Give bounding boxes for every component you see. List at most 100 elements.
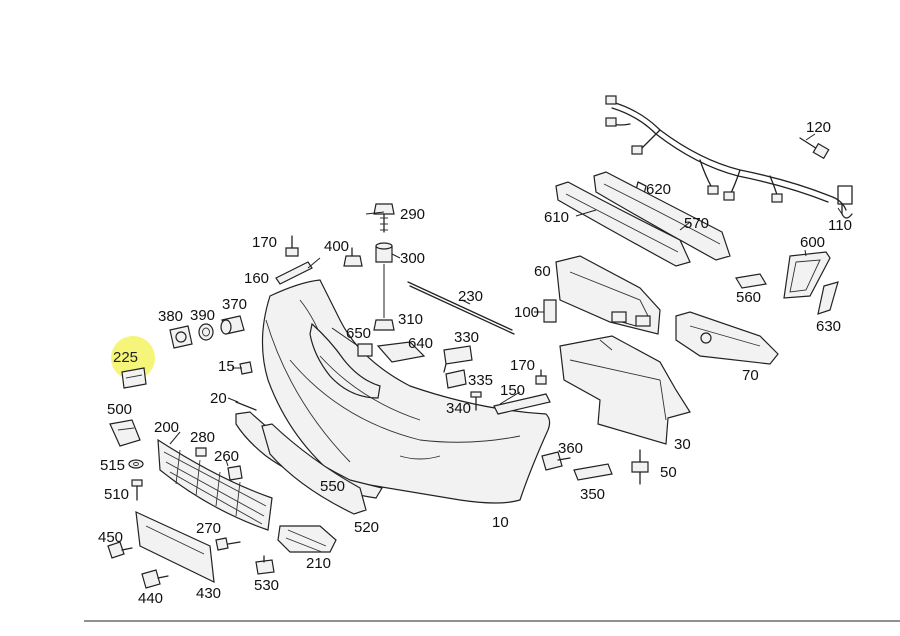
part-270-screw[interactable] [215, 537, 241, 551]
part-510-screw[interactable] [131, 479, 143, 501]
part-100-bracket[interactable] [543, 299, 557, 323]
label-340[interactable]: 340 [446, 400, 471, 417]
part-335-bracket[interactable] [445, 369, 467, 389]
part-30-bracket[interactable] [559, 335, 691, 445]
label-560[interactable]: 560 [736, 289, 761, 306]
label-510[interactable]: 510 [104, 486, 129, 503]
label-110[interactable]: 110 [828, 217, 852, 234]
part-50-clip[interactable] [631, 449, 649, 485]
part-210-fog-grille[interactable] [277, 525, 337, 553]
label-550[interactable]: 550 [320, 478, 345, 495]
part-530-clip[interactable] [255, 555, 275, 575]
label-60[interactable]: 60 [534, 263, 551, 280]
label-515[interactable]: 515 [100, 457, 125, 474]
part-500-cover[interactable] [109, 419, 141, 447]
label-170-upper[interactable]: 170 [252, 234, 277, 251]
part-430-plate-holder[interactable] [135, 511, 215, 584]
part-70-bracket[interactable] [675, 311, 779, 365]
part-560-bracket[interactable] [735, 273, 767, 289]
part-440-screw[interactable] [141, 569, 169, 589]
part-170b-clip[interactable] [535, 369, 547, 385]
part-520-spoiler[interactable] [261, 423, 367, 515]
part-200-grille[interactable] [157, 438, 273, 531]
label-520[interactable]: 520 [354, 519, 379, 536]
label-400[interactable]: 400 [324, 238, 349, 255]
label-290[interactable]: 290 [400, 206, 425, 223]
label-630[interactable]: 630 [816, 318, 841, 335]
label-225[interactable]: 225 [113, 349, 138, 366]
label-390[interactable]: 390 [190, 307, 215, 324]
part-120-connector[interactable] [799, 137, 830, 160]
label-350[interactable]: 350 [580, 486, 605, 503]
label-360[interactable]: 360 [558, 440, 583, 457]
part-380-sensor-holder[interactable] [169, 325, 193, 349]
label-15[interactable]: 15 [218, 358, 235, 375]
label-230[interactable]: 230 [458, 288, 483, 305]
part-20-pin[interactable] [235, 401, 257, 411]
part-260-cover[interactable] [227, 465, 243, 481]
label-170-lower[interactable]: 170 [510, 357, 535, 374]
part-290-bolt[interactable] [373, 203, 395, 233]
part-15-clip[interactable] [239, 361, 253, 375]
label-10[interactable]: 10 [492, 514, 509, 531]
part-360-bolt[interactable] [541, 451, 571, 471]
part-340-screw[interactable] [470, 391, 482, 411]
part-400-bolt[interactable] [343, 247, 363, 267]
part-225-clip[interactable] [121, 367, 147, 389]
label-380[interactable]: 380 [158, 308, 183, 325]
part-300-spacer[interactable] [375, 242, 393, 263]
part-350-strip[interactable] [573, 463, 613, 481]
label-270[interactable]: 270 [196, 520, 221, 537]
part-170a-clip[interactable] [285, 235, 299, 257]
label-150[interactable]: 150 [500, 382, 525, 399]
part-450-screw[interactable] [107, 541, 133, 559]
wiring-harness[interactable] [605, 95, 853, 219]
label-335[interactable]: 335 [468, 372, 493, 389]
label-30[interactable]: 30 [674, 436, 691, 453]
part-150-strip[interactable] [493, 393, 551, 415]
label-620[interactable]: 620 [646, 181, 671, 198]
label-120[interactable]: 120 [806, 119, 831, 136]
label-50[interactable]: 50 [660, 464, 677, 481]
label-600[interactable]: 600 [800, 234, 825, 251]
label-260[interactable]: 260 [214, 448, 239, 465]
label-450[interactable]: 450 [98, 529, 123, 546]
label-610[interactable]: 610 [544, 209, 569, 226]
part-330-bracket[interactable] [443, 345, 473, 373]
label-370[interactable]: 370 [222, 296, 247, 313]
part-60-bracket[interactable] [555, 255, 661, 335]
part-600-grille[interactable] [783, 251, 831, 299]
label-570[interactable]: 570 [684, 215, 709, 232]
label-200[interactable]: 200 [154, 419, 179, 436]
label-440[interactable]: 440 [138, 590, 163, 607]
label-310[interactable]: 310 [398, 311, 423, 328]
part-630-trim[interactable] [817, 281, 839, 315]
label-100[interactable]: 100 [514, 304, 539, 321]
part-230-rod[interactable] [407, 281, 515, 335]
part-570-absorber[interactable] [593, 171, 731, 261]
part-390-ring[interactable] [198, 323, 214, 341]
part-labels: 120 620 110 290 610 570 600 170 400 300 … [98, 119, 852, 607]
label-430[interactable]: 430 [196, 585, 221, 602]
part-370-sensor[interactable] [220, 315, 245, 335]
label-210[interactable]: 210 [306, 555, 331, 572]
label-330[interactable]: 330 [454, 329, 479, 346]
label-650[interactable]: 650 [346, 325, 371, 342]
part-280-clip[interactable] [195, 447, 207, 457]
part-160-strip[interactable] [275, 261, 313, 285]
part-515-washer[interactable] [128, 459, 144, 469]
label-160[interactable]: 160 [244, 270, 269, 287]
part-610-absorber[interactable] [555, 181, 691, 267]
label-530[interactable]: 530 [254, 577, 279, 594]
label-70[interactable]: 70 [742, 367, 759, 384]
part-310-nut[interactable] [373, 264, 395, 331]
part-640-cover[interactable] [376, 341, 426, 363]
label-280[interactable]: 280 [190, 429, 215, 446]
label-300[interactable]: 300 [400, 250, 425, 267]
label-500[interactable]: 500 [107, 401, 132, 418]
label-640[interactable]: 640 [408, 335, 433, 352]
part-10-bumper-cover[interactable] [261, 279, 551, 504]
label-20[interactable]: 20 [210, 390, 227, 407]
part-650-clip[interactable] [357, 343, 373, 357]
